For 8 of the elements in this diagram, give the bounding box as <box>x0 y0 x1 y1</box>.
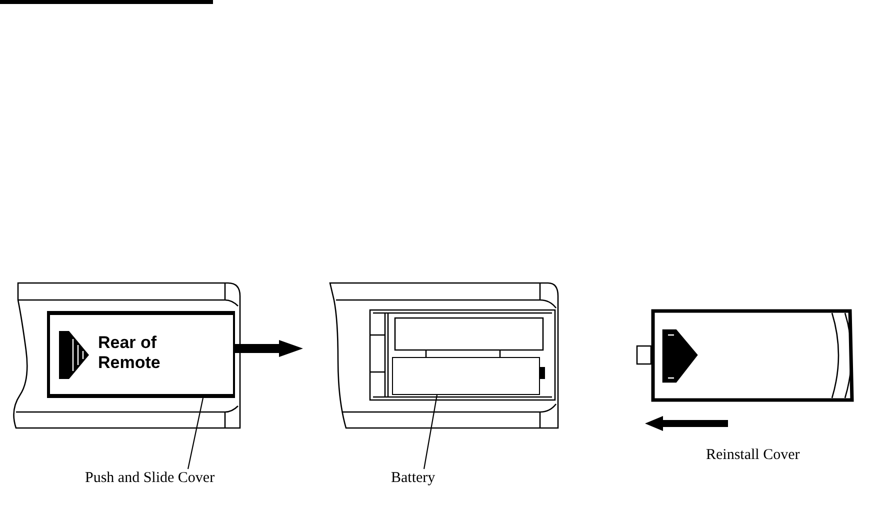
battery <box>392 357 540 395</box>
printed-label: Rear of Remote <box>98 333 162 373</box>
leader-line <box>187 398 204 470</box>
callout-label: Battery <box>391 470 436 487</box>
caption-text: Reinstall Cover <box>706 447 800 464</box>
leader-line <box>423 394 438 470</box>
callout-label: Push and Slide Cover <box>85 470 215 487</box>
battery-cover <box>47 311 235 398</box>
